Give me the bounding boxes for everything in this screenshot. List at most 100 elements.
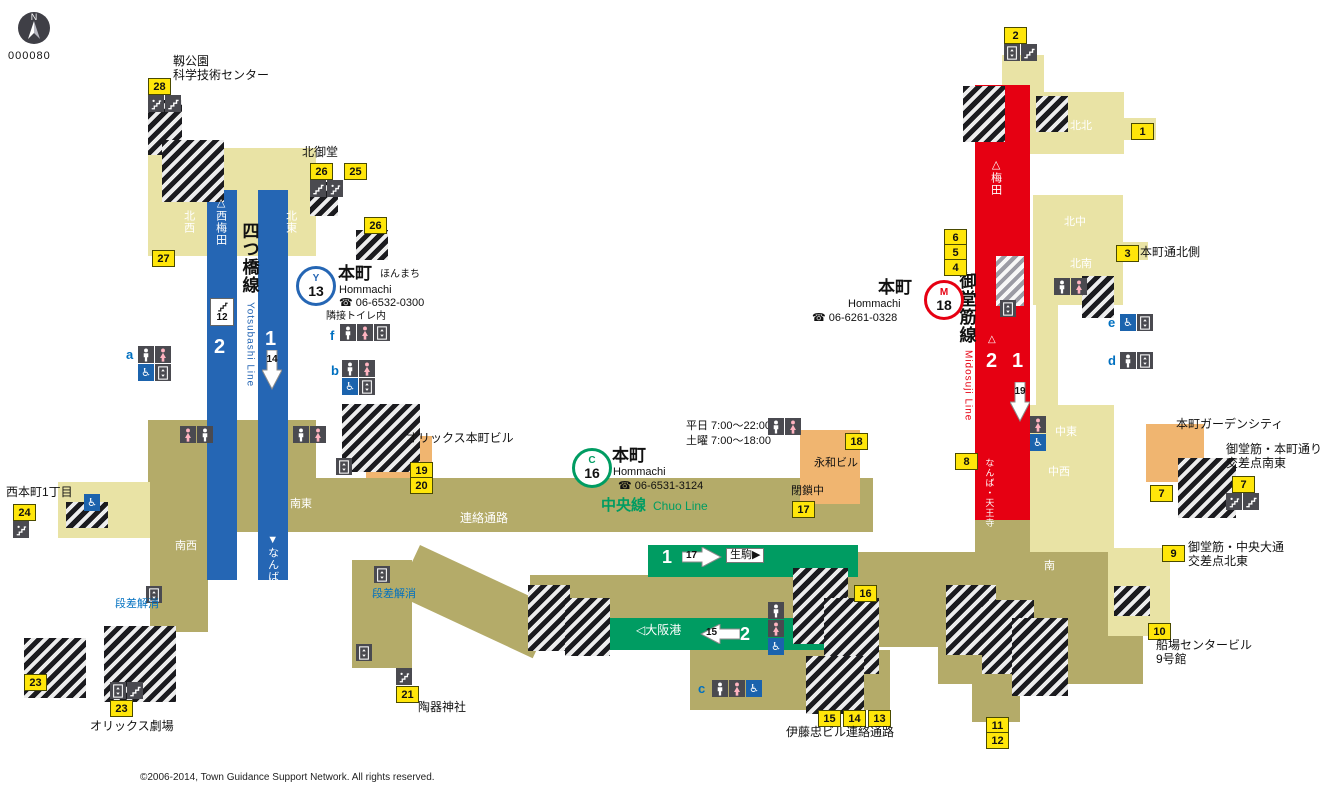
wheelchair-icon: ♿ [746,680,762,697]
wheelchair-icon: ♿ [84,494,100,511]
stairs-orix-building [342,404,420,472]
exit-7a: 7 [1150,485,1173,502]
exit-10: 10 [1148,623,1171,640]
marker-letter-f: f [330,328,335,343]
label-renraku-passage: 連絡通路 [460,511,509,525]
facility-e: ♿ [1120,314,1156,331]
female-icon [768,620,784,637]
label-adjacent-toilet: 隣接トイレ内 [326,311,386,322]
stair-number: 12 [216,312,228,323]
station-number: 16 [584,465,600,481]
label-nishihommachi: 西本町1丁目 [6,485,73,499]
stairs-exit26b [356,230,388,260]
restroom-chuo: ♿ [768,602,788,655]
marker-letter-c: c [698,681,706,696]
m18-station-tel: ☎ 06-6261-0328 [812,312,898,324]
line-letter: Y [312,273,320,284]
male-icon [293,426,309,443]
yotsubashi-line-name-en: Yotsubashi Line [244,302,256,388]
label-utsubo-park: 靱公園 [173,54,210,68]
male-icon [197,426,213,443]
chuo-west-destination: ◁大阪港 [636,623,682,637]
label-orix-theater: オリックス劇場 [90,719,174,733]
label-science-center: 科学技術センター [173,68,270,82]
c16-station-tel: ☎ 06-6531-3124 [618,480,704,492]
female-icon [359,360,375,377]
area-minaminishi: 南西 [175,540,197,552]
copyright: ©2006-2014, Town Guidance Support Networ… [140,772,435,783]
y13-station-kana: ほんまち [380,269,420,280]
exit-24: 24 [13,504,36,521]
facility-a: ♿ [138,346,174,381]
yotsubashi-south-destination: ▼なんば [266,534,279,583]
female-icon [729,680,745,697]
label-midosuji-chuo-odori-1: 御堂筋・中央大通 [1188,540,1285,554]
exit-24-facilities [13,521,31,538]
female-icon [155,346,171,363]
yotsubashi-line-name: 四つ橋線 [239,222,259,294]
stairs-chuo-west1 [528,585,570,651]
platform-arrow-14: 14 [262,350,282,390]
label-midosuji-chuo-odori-2: 交差点北東 [1188,554,1249,568]
label-midosuji-hommachidori-2: 交差点南東 [1226,456,1287,470]
stairs-icon [1021,44,1037,61]
exit-15: 15 [818,710,841,727]
stairs-icon [127,682,143,699]
escalator-icon [327,180,343,197]
exit-3: 3 [1116,245,1139,262]
escalator-icon [13,521,29,538]
map-id-label: 000080 [8,50,51,62]
marker-letter-d: d [1108,353,1116,368]
midosuji-platform2-direction: △ [988,334,996,345]
exit-26-facilities [310,180,346,197]
exit-4: 4 [944,259,967,276]
label-semba-center-2: 9号館 [1156,652,1187,666]
restroom-midosuji [1054,278,1090,295]
female-icon [180,426,196,443]
elevator-icon [1000,300,1016,317]
midosuji-south-destination: なんば・天王寺 [984,458,995,528]
facility-f [340,324,394,341]
chuo-line-name: 中央線 [601,497,647,514]
escalator-icon [1226,493,1242,510]
male-icon [712,680,728,697]
exit-8: 8 [955,453,978,470]
chuo-hours-saturday: 土曜 7:00〜18:00 [686,435,771,447]
platform-arrow-17: 17 [682,547,722,567]
exit-9: 9 [1162,545,1185,562]
exit-26a: 26 [310,163,333,180]
elevator-midosuji [1000,300,1018,317]
y13-station-tel: ☎ 06-6532-0300 [339,297,425,309]
wheelchair-exit24: ♿ [84,494,102,511]
stairs-midosuji-platform [996,256,1024,306]
male-icon [1054,278,1070,295]
elevator-icon [155,364,171,381]
chuo-platform1-number: 1 [662,547,673,567]
stairs-midosuji-south3 [1012,618,1068,696]
chuo-line-name-en: Chuo Line [653,499,708,513]
label-eiwa-bldg: 永和ビル [814,457,858,469]
label-itochu-passage: 伊藤忠ビル連絡通路 [786,725,895,739]
chuo-east-destination: 生駒▶ [726,548,765,563]
y13-station-name: 本町 [338,264,372,283]
midosuji-platform2-number: 2 [986,350,998,372]
chuo-platform2-number: 2 [740,624,751,644]
arrow-number: 17 [686,550,698,561]
stairs-icon [165,95,181,112]
marker-letter-e: e [1108,315,1116,330]
elevator-icon [359,378,375,395]
female-icon [310,426,326,443]
elevator-icon [336,458,352,475]
restroom-center [293,426,329,443]
escalator-icon [396,668,412,685]
male-icon [342,360,358,377]
label-closed: 閉鎖中 [791,485,824,497]
exit-11: 11 [986,717,1009,734]
stairs-midosuji-north2 [1036,96,1068,132]
elevator-west [146,586,164,603]
male-icon [768,418,784,435]
exit-28-facilities [148,95,184,112]
line-letter: C [588,455,596,466]
wheelchair-icon: ♿ [768,638,784,655]
wheelchair-icon: ♿ [1120,314,1136,331]
